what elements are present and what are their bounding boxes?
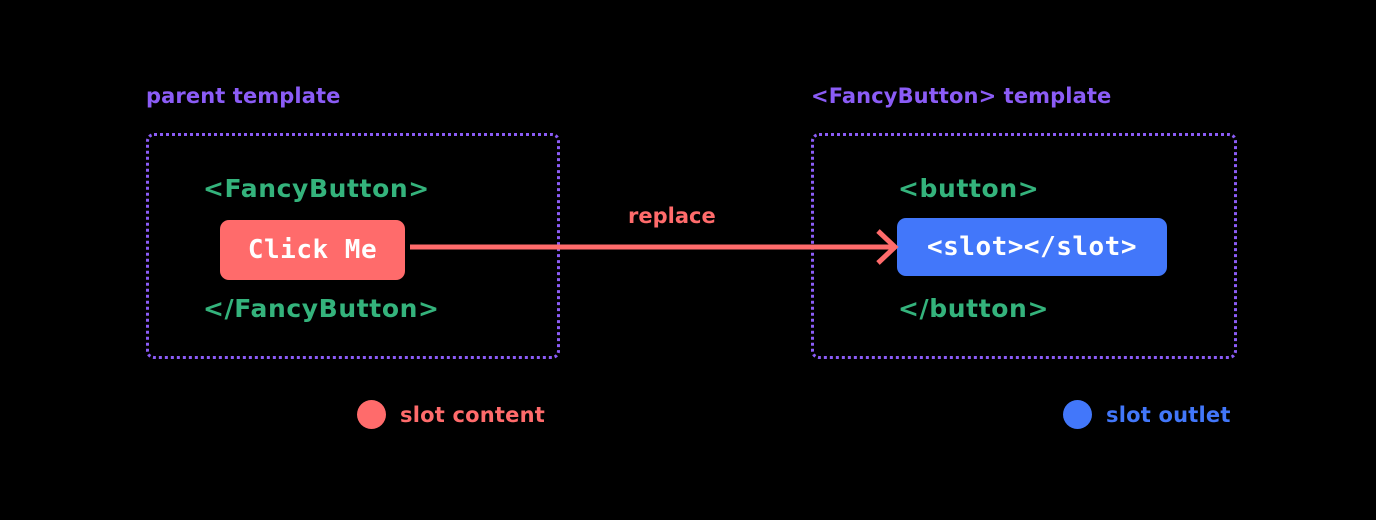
circle-swatch-icon — [1063, 400, 1092, 429]
fancybutton-template-caption: <FancyButton> template — [811, 84, 1112, 108]
arrow-head — [876, 229, 899, 265]
fancybutton-close-tag: </FancyButton> — [203, 294, 440, 323]
slot-outlet-chip[interactable]: <slot></slot> — [897, 218, 1167, 276]
legend-label-slot-content: slot content — [400, 402, 545, 427]
legend-label-slot-outlet: slot outlet — [1106, 402, 1231, 427]
circle-swatch-icon — [357, 400, 386, 429]
button-close-tag: </button> — [898, 294, 1049, 323]
legend-item-slot-outlet: slot outlet — [1063, 400, 1231, 429]
slot-content-chip[interactable]: Click Me — [220, 220, 405, 280]
replace-arrow-icon — [410, 229, 899, 265]
button-open-tag: <button> — [898, 174, 1040, 203]
legend-item-slot-content: slot content — [357, 400, 545, 429]
replace-arrow-label: replace — [628, 204, 716, 228]
parent-template-caption: parent template — [146, 84, 341, 108]
fancybutton-open-tag: <FancyButton> — [203, 174, 430, 203]
